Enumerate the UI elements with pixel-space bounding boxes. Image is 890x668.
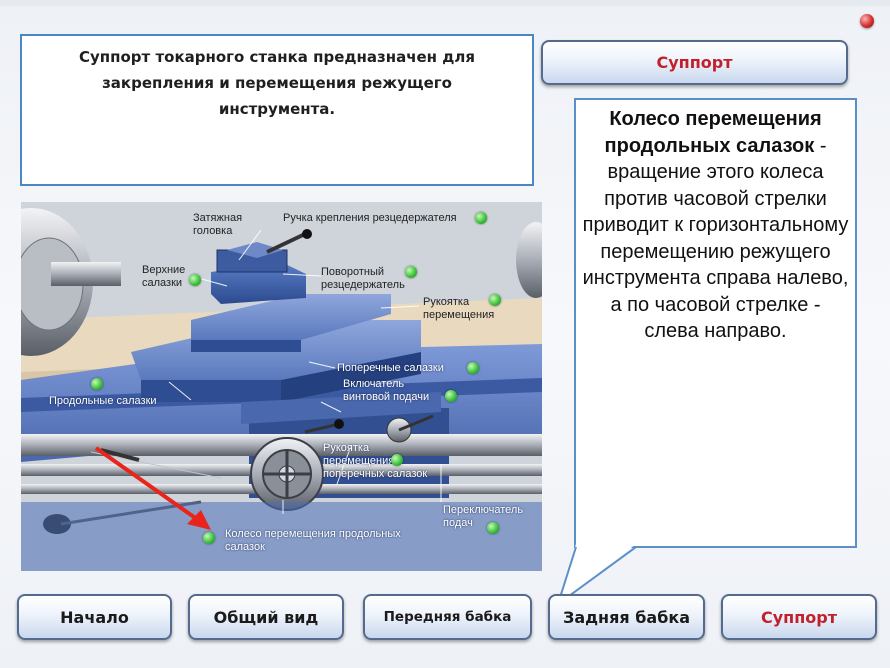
hotspot-prodolnye-icon[interactable] — [91, 378, 103, 390]
hotspot-koleso-icon[interactable] — [203, 532, 215, 544]
window-top-border — [0, 0, 890, 6]
intro-text-box: Суппорт токарного станка предназначен дл… — [20, 34, 534, 186]
intro-lead: Суппорт — [78, 48, 151, 66]
info-text: - вращение этого колеса против часовой с… — [582, 134, 849, 343]
lathe-drawing — [21, 202, 542, 571]
nav-button-perednyaya-babka[interactable]: Передняя бабка — [363, 594, 532, 640]
nav-button-zadnyaya-babka[interactable]: Задняя бабка — [548, 594, 705, 640]
info-callout: Колесо перемещения продольных салазок - … — [574, 98, 857, 548]
hotspot-povorotny-icon[interactable] — [405, 266, 417, 278]
hotspot-rukoyatka-poperechnykh-icon[interactable] — [391, 454, 403, 466]
close-icon[interactable] — [860, 14, 874, 28]
section-title-button[interactable]: Суппорт — [541, 40, 848, 85]
nav-button-obshchiy-vid[interactable]: Общий вид — [188, 594, 344, 640]
info-term: Колесо перемещения продольных салазок — [604, 108, 822, 157]
intro-text: токарного станка предназначен для закреп… — [102, 48, 475, 118]
hotspot-pereklyuchatel-icon[interactable] — [487, 522, 499, 534]
red-arrow-icon — [187, 510, 211, 530]
label-poperechnye-salazki: Поперечные салазки — [337, 362, 444, 374]
nav-button-support[interactable]: Суппорт — [721, 594, 877, 640]
hotspot-poperechnye-icon[interactable] — [467, 362, 479, 374]
nav-button-nachalo[interactable]: Начало — [17, 594, 172, 640]
hotspot-vklyuchatel-icon[interactable] — [445, 390, 457, 402]
hotspot-ruchka-icon[interactable] — [475, 212, 487, 224]
label-prodolnye-salazki: Продольные салазки — [49, 395, 157, 407]
hotspot-verkhnie-icon[interactable] — [189, 274, 201, 286]
label-ruchka-krepleniya: Ручка крепления резцедержателя — [283, 212, 457, 224]
hotspot-rukoyatka-icon[interactable] — [489, 294, 501, 306]
